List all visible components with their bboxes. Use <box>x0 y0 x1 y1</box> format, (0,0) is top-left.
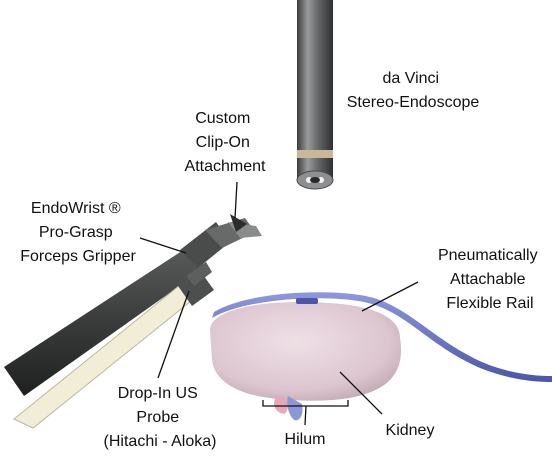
probe-label: Drop-In US Probe (Hitachi - Aloka) <box>104 385 217 450</box>
endoscope-label: da Vinci Stereo-Endoscope <box>347 70 480 111</box>
rail-label: Pneumatically Attachable Flexible Rail <box>438 247 542 312</box>
hilum-label: Hilum <box>285 431 326 448</box>
kidney-label: Kidney <box>386 422 435 439</box>
stereo-endoscope-icon <box>297 0 333 189</box>
clip-on-label: Custom Clip-On Attachment <box>185 110 266 175</box>
kidney-icon <box>210 302 401 420</box>
endowrist-label: EndoWrist ® Pro-Grasp Forceps Gripper <box>20 200 136 265</box>
